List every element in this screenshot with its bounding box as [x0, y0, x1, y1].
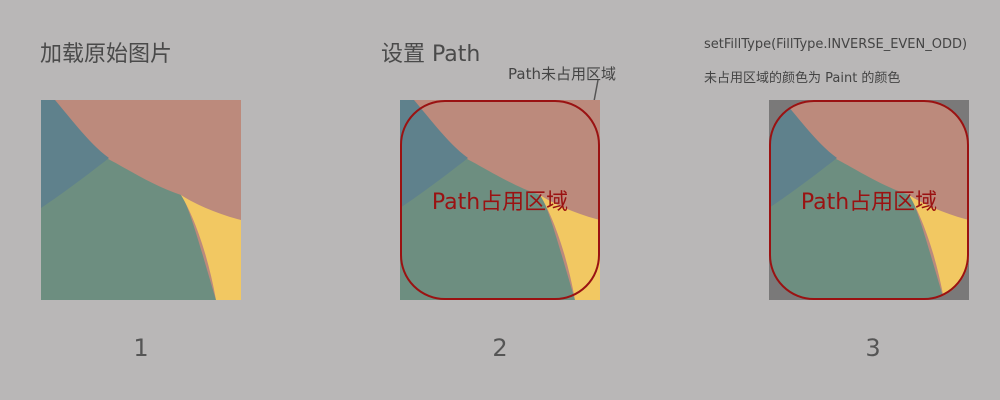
title-load-image: 加载原始图片	[40, 42, 173, 67]
inverse-fill-panel: Path占用区域	[769, 100, 969, 300]
step-number-3: 3	[865, 334, 881, 362]
path-overlay-image	[400, 100, 600, 300]
uncovered-region-callout: Path未占用区域	[508, 65, 616, 83]
step-number-2: 2	[492, 334, 508, 362]
original-image-panel	[41, 100, 241, 300]
original-image	[41, 100, 241, 300]
path-region-label: Path占用区域	[431, 190, 569, 215]
path-region-label-inverse: Path占用区域	[800, 190, 938, 215]
path-overlay-panel: Path占用区域	[400, 100, 600, 300]
fill-type-note: setFillType(FillType.INVERSE_EVEN_ODD)	[704, 37, 968, 52]
inverse-fill-image	[769, 100, 969, 300]
step-number-1: 1	[133, 334, 149, 362]
paint-color-note: 未占用区域的颜色为 Paint 的颜色	[704, 71, 901, 86]
title-set-path: 设置 Path	[381, 42, 481, 67]
